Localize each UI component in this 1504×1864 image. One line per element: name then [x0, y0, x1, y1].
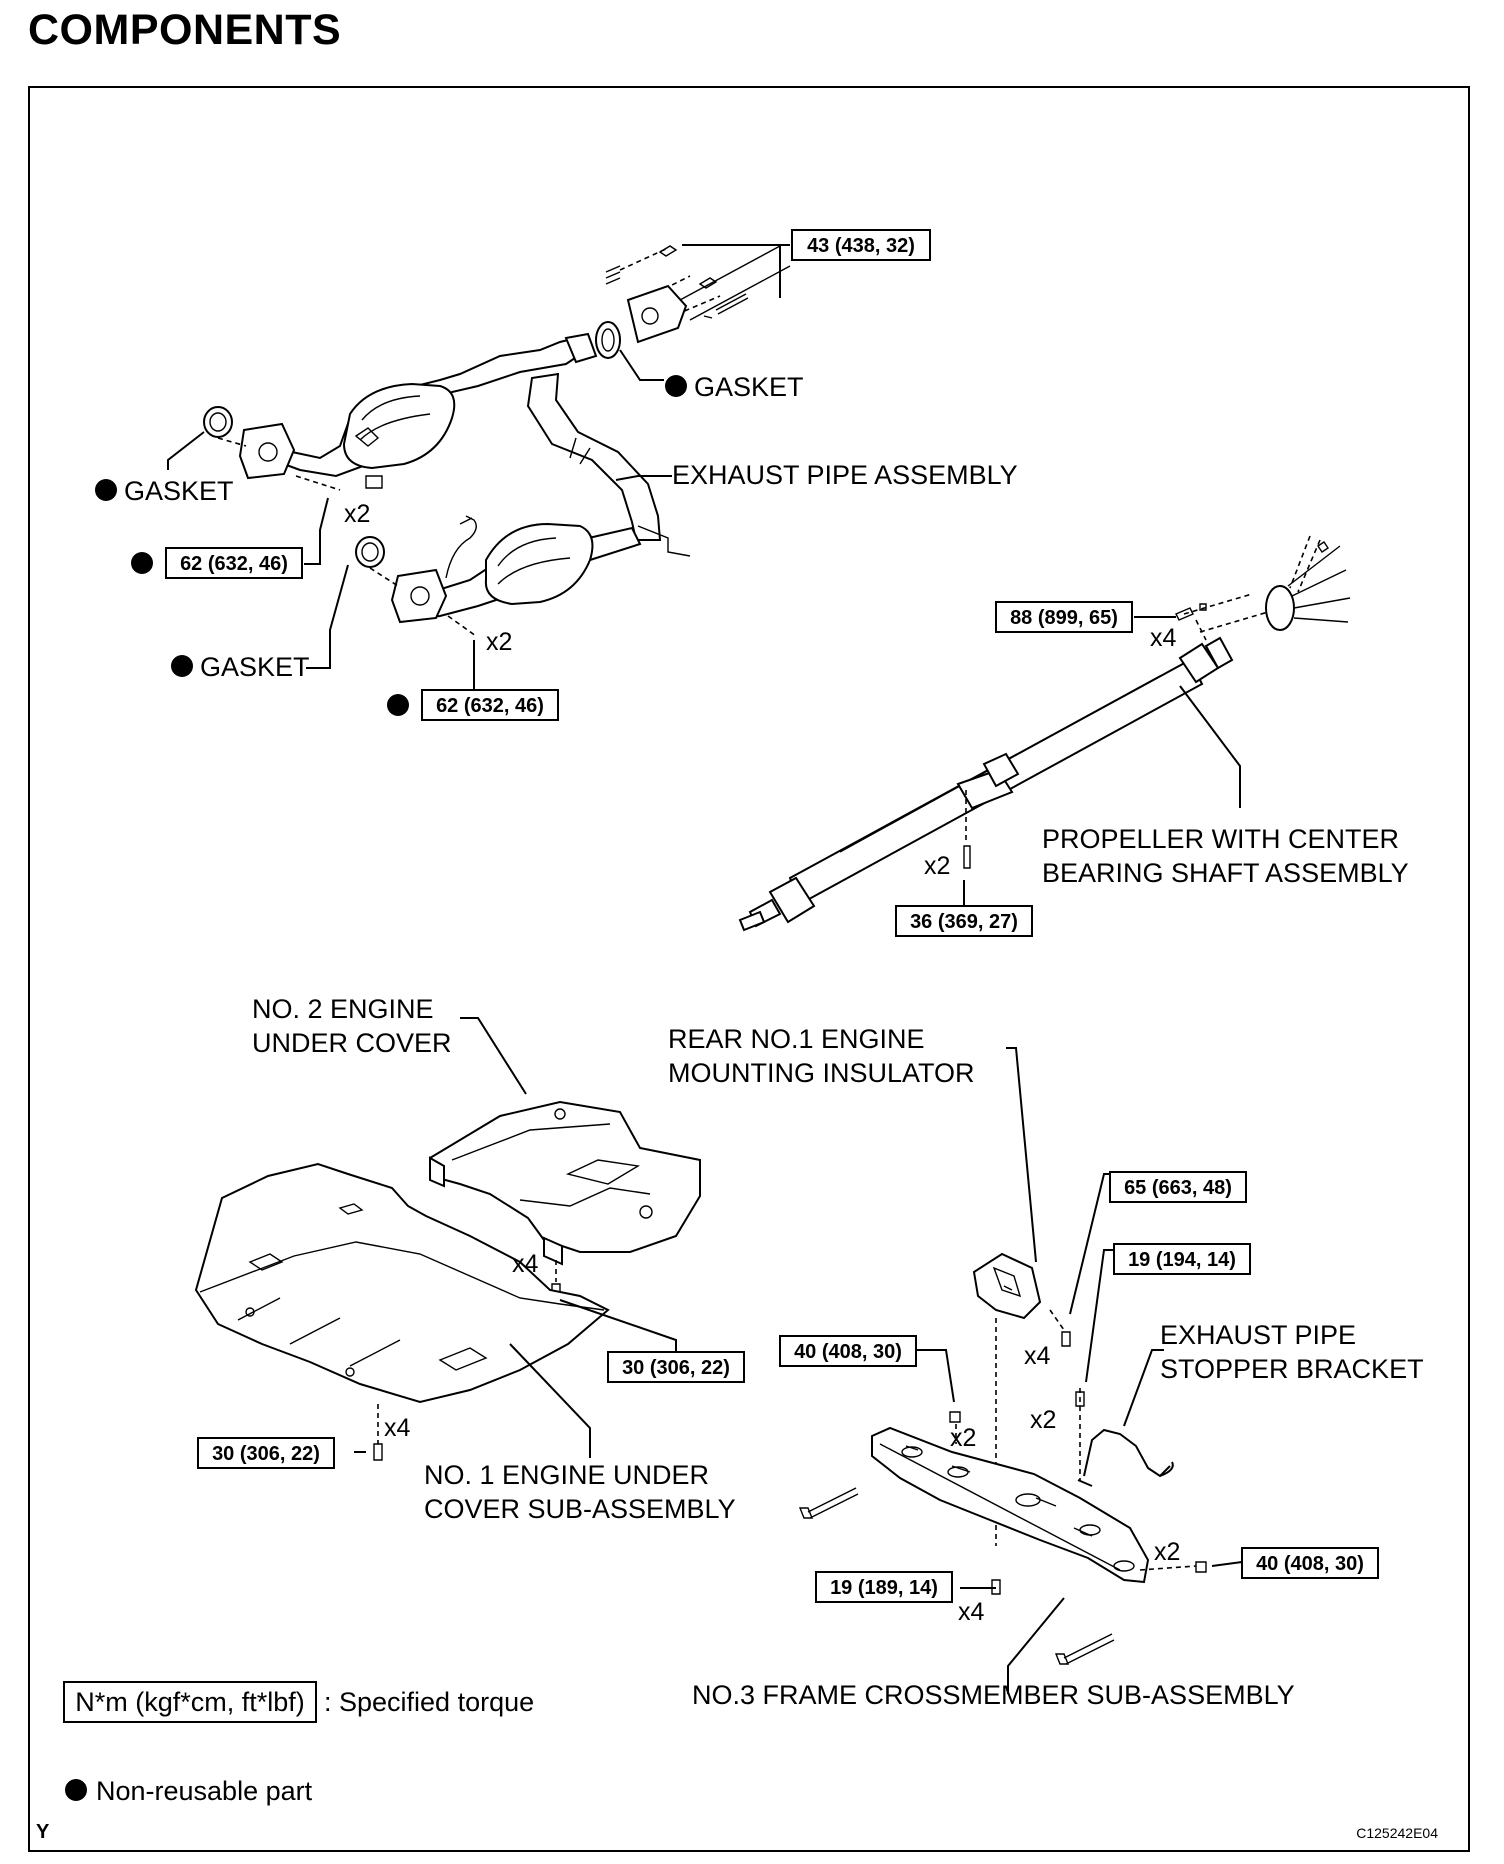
multiplier-insulator-bolt: x4: [958, 1598, 985, 1626]
torque-boxes: 43 (438, 32) 62 (632, 46) 62 (632, 46) 8…: [165, 229, 1379, 1603]
label-exhaust-pipe-assembly: EXHAUST PIPE ASSEMBLY: [672, 460, 1018, 490]
torque-insulator-bolt: 19 (189, 14): [830, 1577, 938, 1599]
multiplier-crossmember-left: x2: [950, 1424, 976, 1452]
multipliers: x2 x2 x4 x2 x4 x4 x4 x2 x2 x2 x4: [344, 500, 1180, 1626]
leader-lines: [167, 244, 1243, 1694]
torque-box-insulator-bolt: [815, 1571, 953, 1603]
torque-manifold-front: 62 (632, 46): [180, 553, 288, 575]
torque-box-manifold-front: [165, 547, 303, 579]
legend-torque-desc: : Specified torque: [324, 1687, 534, 1717]
label-gasket-mid: GASKET: [200, 652, 310, 682]
label-rear-insulator-line2: MOUNTING INSULATOR: [668, 1058, 975, 1088]
differential-flange: [1265, 585, 1295, 631]
nonreusable-markers: [65, 375, 687, 1801]
torque-box-center-bearing: [895, 905, 1033, 937]
rear-insulator: [972, 1252, 1042, 1320]
gasket-mid-ring: [355, 536, 385, 568]
rear-flange: [626, 284, 688, 344]
torque-box-no1-cover: [197, 1437, 335, 1469]
part-labels: GASKET GASKET GASKET EXHAUST PIPE ASSEMB…: [124, 372, 1424, 1710]
multiplier-center-bearing: x2: [924, 852, 950, 880]
mid-joint-flange: [564, 332, 598, 364]
crossmember-drawing: [798, 1252, 1207, 1665]
torque-box-no2-cover: [607, 1351, 745, 1383]
label-no2-cover-line1: NO. 2 ENGINE: [252, 994, 434, 1024]
nonreusable-dot-gasket-top: [665, 375, 687, 397]
torque-bracket-bolt: 19 (194, 14): [1128, 1249, 1236, 1271]
torque-no1-cover: 30 (306, 22): [212, 1443, 320, 1465]
legend-nonreusable: Non-reusable part: [96, 1776, 313, 1806]
figure-id: C125242E04: [1356, 1825, 1438, 1841]
no1-under-cover-drawing: [194, 1162, 610, 1461]
rear-flange-studs: [605, 245, 791, 321]
torque-box-exhaust-rear: [791, 229, 931, 261]
torque-insulator-nut: 65 (663, 48): [1124, 1177, 1232, 1199]
torque-crossmember-left: 40 (408, 30): [794, 1341, 902, 1363]
torque-center-bearing: 36 (369, 27): [910, 911, 1018, 933]
stopper-bracket: [1083, 1428, 1171, 1478]
no2-under-cover-drawing: [428, 1100, 701, 1301]
nonreusable-dot-gasket-left: [95, 479, 117, 501]
front-yoke: [768, 876, 816, 924]
torque-exhaust-rear: 43 (438, 32): [807, 235, 915, 257]
multiplier-bracket-bolt: x2: [1030, 1406, 1056, 1434]
lower-catalytic-converter: [484, 522, 594, 606]
multiplier-no1-cover: x4: [384, 1414, 411, 1442]
torque-crossmember-right: 40 (408, 30): [1256, 1553, 1364, 1575]
gasket-left-ring: [203, 406, 233, 438]
multiplier-manifold-front: x2: [344, 500, 370, 528]
label-rear-insulator-line1: REAR NO.1 ENGINE: [668, 1024, 925, 1054]
upper-catalytic-converter: [342, 382, 456, 470]
multiplier-manifold-rear: x2: [486, 628, 512, 656]
label-stopper-bracket-line1: EXHAUST PIPE: [1160, 1320, 1356, 1350]
propeller-shaft-drawing: [738, 535, 1351, 932]
page-title: COMPONENTS: [28, 6, 342, 54]
torque-box-propeller-flange: [995, 601, 1133, 633]
upper-manifold-flange: [238, 422, 296, 480]
legend-torque-unit: N*m (kgf*cm, ft*lbf): [75, 1687, 305, 1717]
torque-box-insulator-nut: [1109, 1171, 1247, 1203]
legend-torque-box: [63, 1681, 317, 1723]
corner-mark: Y: [36, 1821, 50, 1843]
torque-box-manifold-rear: [421, 689, 559, 721]
torque-box-crossmember-right: [1241, 1547, 1379, 1579]
torque-box-crossmember-left: [779, 1335, 917, 1367]
label-gasket-left: GASKET: [124, 476, 234, 506]
lower-manifold-flange: [390, 568, 448, 624]
label-propeller-line2: BEARING SHAFT ASSEMBLY: [1042, 858, 1409, 888]
torque-propeller-flange: 88 (899, 65): [1010, 607, 1118, 629]
exhaust-pipe-drawing: [203, 245, 791, 637]
label-stopper-bracket-line2: STOPPER BRACKET: [1160, 1354, 1424, 1384]
label-no1-cover-line1: NO. 1 ENGINE UNDER: [424, 1460, 709, 1490]
torque-box-bracket-bolt: [1113, 1243, 1251, 1275]
crossmember: [871, 1426, 1150, 1584]
label-propeller-line1: PROPELLER WITH CENTER: [1042, 824, 1399, 854]
multiplier-insulator-nut: x4: [1024, 1342, 1051, 1370]
multiplier-no2-cover: x4: [512, 1250, 539, 1278]
torque-no2-cover: 30 (306, 22): [622, 1357, 730, 1379]
label-gasket-top: GASKET: [694, 372, 804, 402]
no1-under-cover: [194, 1162, 610, 1404]
label-crossmember: NO.3 FRAME CROSSMEMBER SUB-ASSEMBLY: [692, 1680, 1295, 1710]
torque-manifold-rear: 62 (632, 46): [436, 695, 544, 717]
label-no1-cover-line2: COVER SUB-ASSEMBLY: [424, 1494, 736, 1524]
diagram-frame: [28, 86, 1470, 1852]
nonreusable-dot-legend: [65, 1779, 87, 1801]
gasket-top-ring: [595, 321, 621, 359]
nonreusable-dot-torque-front: [131, 552, 153, 574]
y-pipe: [526, 372, 662, 541]
label-no2-cover-line2: UNDER COVER: [252, 1028, 452, 1058]
multiplier-crossmember-right: x2: [1154, 1538, 1180, 1566]
nonreusable-dot-torque-rear: [387, 694, 409, 716]
nonreusable-dot-gasket-mid: [171, 655, 193, 677]
no2-under-cover: [428, 1100, 701, 1253]
legend: N*m (kgf*cm, ft*lbf) : Specified torque …: [63, 1681, 534, 1806]
multiplier-propeller-flange: x4: [1150, 624, 1177, 652]
